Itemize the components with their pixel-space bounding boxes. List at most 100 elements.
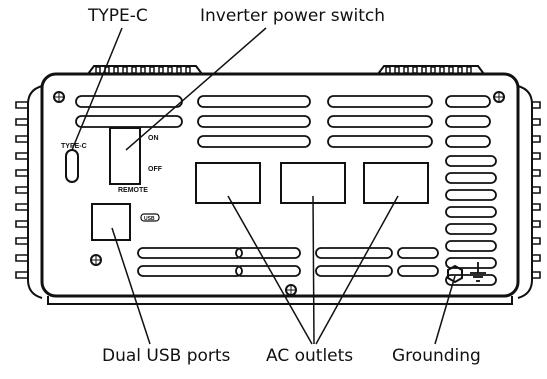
left-fin bbox=[15, 101, 28, 109]
top-fin bbox=[140, 66, 146, 74]
type-c-port bbox=[65, 149, 79, 183]
right-fin bbox=[532, 135, 541, 143]
right-fin bbox=[532, 101, 541, 109]
top-fin bbox=[113, 66, 119, 74]
vent-slot bbox=[235, 247, 301, 259]
left-fin bbox=[15, 152, 28, 160]
left-fin bbox=[15, 135, 28, 143]
top-fin bbox=[394, 66, 400, 74]
vent-slot bbox=[445, 206, 497, 218]
top-fin bbox=[149, 66, 155, 74]
right-fin bbox=[532, 237, 541, 245]
vent-slot bbox=[315, 247, 393, 259]
left-side-fins bbox=[15, 85, 43, 299]
ac-outlet-3 bbox=[363, 162, 429, 204]
vent-slot bbox=[445, 274, 497, 286]
leader-power-switch bbox=[125, 27, 267, 151]
left-fin-base bbox=[27, 85, 43, 299]
leader-ac-3 bbox=[315, 195, 399, 345]
right-fin bbox=[532, 254, 541, 262]
left-fin bbox=[15, 186, 28, 194]
panel-body bbox=[40, 72, 520, 298]
top-fin bbox=[448, 66, 454, 74]
vent-slot bbox=[327, 115, 433, 128]
left-fin bbox=[15, 254, 28, 262]
top-fin bbox=[176, 66, 182, 74]
top-fin-base bbox=[87, 65, 203, 75]
panel-label-off: OFF bbox=[148, 166, 163, 173]
leader-grounding bbox=[434, 275, 456, 345]
right-side-fins bbox=[517, 85, 541, 299]
top-fin bbox=[439, 66, 445, 74]
callout-ac-outlets: AC outlets bbox=[266, 346, 354, 366]
left-fin bbox=[15, 203, 28, 211]
top-fin bbox=[466, 66, 472, 74]
right-fin bbox=[532, 169, 541, 177]
right-fin bbox=[532, 203, 541, 211]
vent-slot bbox=[445, 240, 497, 252]
right-fin bbox=[532, 118, 541, 126]
right-fin bbox=[532, 271, 541, 279]
vent-slot bbox=[327, 95, 433, 108]
vent-slot bbox=[445, 95, 491, 108]
top-fin bbox=[122, 66, 128, 74]
left-fin bbox=[15, 220, 28, 228]
bottom-vent-slots bbox=[137, 247, 439, 277]
vent-slot bbox=[327, 135, 433, 148]
panel-label-remote: REMOTE bbox=[118, 187, 148, 194]
top-fin bbox=[457, 66, 463, 74]
right-fin bbox=[532, 152, 541, 160]
callout-usb-ports: Dual USB ports bbox=[102, 346, 231, 366]
vent-slot bbox=[397, 265, 439, 277]
top-fin-base bbox=[377, 65, 485, 75]
callout-power-switch: Inverter power switch bbox=[200, 6, 386, 26]
right-fin-base bbox=[517, 85, 533, 299]
ground-terminal-nut bbox=[447, 264, 463, 284]
leader-ac-1 bbox=[227, 195, 313, 345]
left-fin bbox=[15, 237, 28, 245]
screw-icon bbox=[90, 254, 102, 266]
usb-port bbox=[91, 203, 131, 241]
panel-label-on: ON bbox=[148, 135, 159, 142]
vent-slot bbox=[197, 115, 311, 128]
vent-slot bbox=[137, 247, 243, 259]
leader-ac-2 bbox=[312, 195, 315, 345]
callout-type-c: TYPE-C bbox=[88, 6, 148, 26]
vent-slot bbox=[397, 247, 439, 259]
top-fin bbox=[403, 66, 409, 74]
usb-label-box bbox=[140, 213, 160, 222]
ac-outlet-1 bbox=[195, 162, 261, 204]
top-fin bbox=[95, 66, 101, 74]
top-fin bbox=[421, 66, 427, 74]
panel-bottom-strip bbox=[47, 296, 513, 305]
top-fin bbox=[385, 66, 391, 74]
leader-usb bbox=[111, 227, 151, 345]
top-fin bbox=[412, 66, 418, 74]
right-fin bbox=[532, 186, 541, 194]
left-fin bbox=[15, 169, 28, 177]
vent-slot bbox=[137, 265, 243, 277]
vent-slot bbox=[75, 115, 183, 128]
vent-slot bbox=[445, 135, 491, 148]
power-switch bbox=[109, 127, 141, 185]
panel-label-usb: USB bbox=[144, 216, 155, 222]
callout-grounding: Grounding bbox=[392, 346, 481, 366]
right-fin bbox=[532, 220, 541, 228]
screw-icon bbox=[285, 284, 297, 296]
top-fin bbox=[158, 66, 164, 74]
top-fin bbox=[185, 66, 191, 74]
screw-icon bbox=[53, 91, 65, 103]
vent-slot bbox=[445, 223, 497, 235]
vent-slot bbox=[197, 95, 311, 108]
vent-slot bbox=[445, 172, 497, 184]
top-cooling-fins bbox=[87, 65, 485, 75]
leader-type-c bbox=[71, 27, 123, 151]
left-fin bbox=[15, 271, 28, 279]
ground-symbol-icon bbox=[470, 262, 486, 282]
vent-slot bbox=[445, 189, 497, 201]
top-fin bbox=[167, 66, 173, 74]
vent-slot bbox=[445, 115, 491, 128]
top-fin bbox=[131, 66, 137, 74]
right-vent-slots bbox=[445, 155, 497, 286]
